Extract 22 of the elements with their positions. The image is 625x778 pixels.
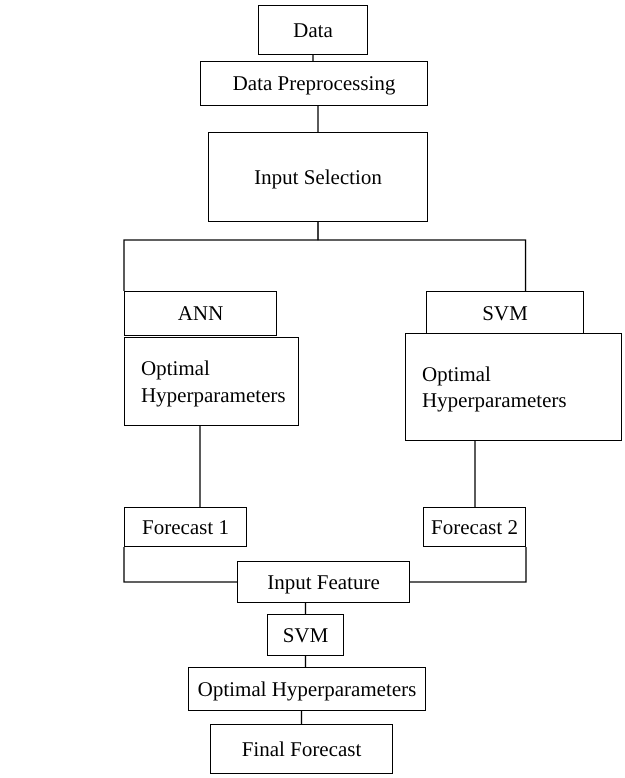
connector-line <box>123 547 237 583</box>
process-box: Optimal Hyperparameters <box>188 667 426 711</box>
process-box: Optimal Hyperparameters <box>124 337 299 426</box>
process-box: Optimal Hyperparameters <box>405 333 622 441</box>
process-box: Input Selection <box>208 132 428 222</box>
connector-line <box>199 426 201 507</box>
process-box: Input Feature <box>237 561 410 603</box>
connector-line <box>317 106 319 132</box>
process-box: SVM <box>426 291 584 336</box>
process-box: Final Forecast <box>210 724 393 774</box>
connector-line <box>304 603 306 614</box>
process-box: Forecast 2 <box>423 507 526 547</box>
process-box: ANN <box>124 291 277 336</box>
connector-line <box>317 222 526 291</box>
connector-line <box>410 547 527 583</box>
connector-line <box>300 711 302 724</box>
process-box: Forecast 1 <box>124 507 247 547</box>
connector-line <box>474 441 476 507</box>
connector-line <box>304 656 306 667</box>
process-box: Data Preprocessing <box>200 61 428 106</box>
process-box: SVM <box>267 614 344 656</box>
process-box: Data <box>258 5 368 55</box>
